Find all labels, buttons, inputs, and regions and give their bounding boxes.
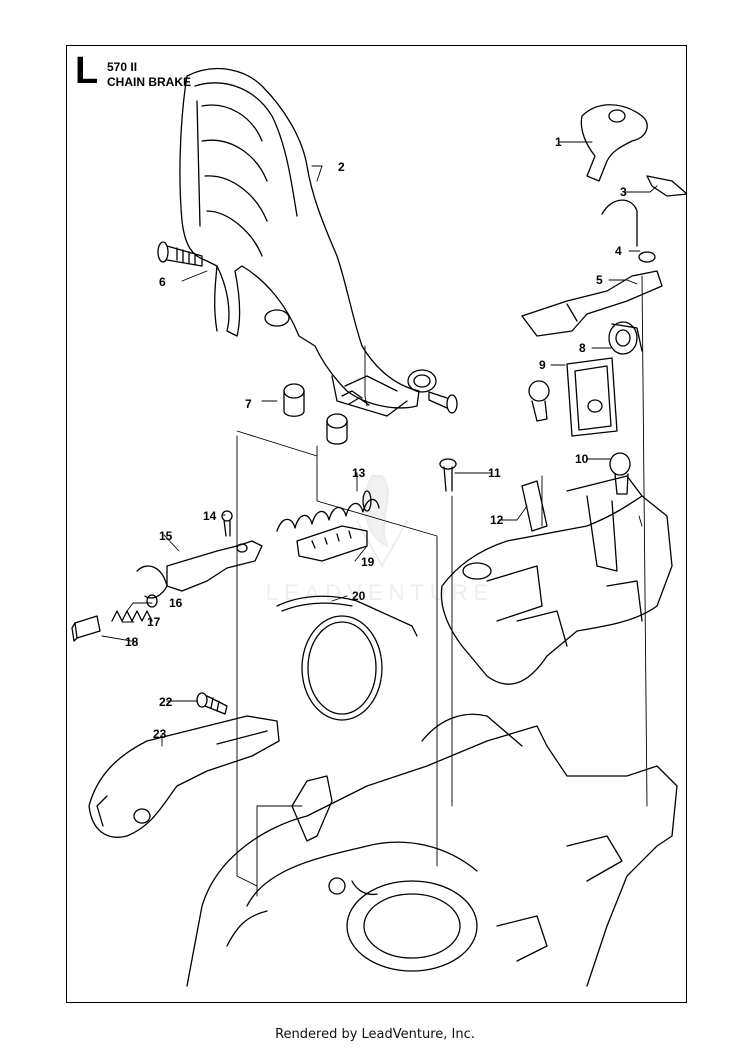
callout-7: 7	[245, 397, 252, 411]
part-11-screw	[439, 458, 457, 492]
part-7-bushings	[283, 383, 348, 445]
part-16-spring	[111, 594, 158, 622]
callout-16: 16	[169, 596, 183, 610]
leader-lines	[101, 141, 658, 897]
callout-19: 19	[361, 555, 375, 569]
exploded-parts-drawing	[71, 68, 686, 987]
part-3-clip	[646, 175, 686, 197]
handle-pivot-screw	[428, 391, 458, 414]
part-10-knob	[609, 452, 631, 495]
model-name: 570 II	[107, 60, 138, 74]
callout-18: 18	[125, 635, 139, 649]
diagram-frame: L 570 II CHAIN BRAKE	[66, 45, 687, 1003]
part-22-bolt	[196, 692, 228, 715]
part-23-cover	[88, 715, 280, 838]
part-4-wire	[601, 199, 656, 263]
section-letter: L	[75, 50, 99, 92]
part-20-brake-band	[276, 595, 418, 721]
callout-11: 11	[488, 466, 501, 480]
part-5-lever-arm	[521, 270, 663, 337]
callout-1: 1	[555, 135, 562, 149]
callout-2: 2	[338, 160, 345, 174]
footer-credit: Rendered by LeadVenture, Inc.	[275, 1027, 475, 1042]
callout-14: 14	[203, 509, 217, 523]
section-title: CHAIN BRAKE	[107, 75, 191, 89]
part-14-screw	[221, 510, 233, 537]
callout-6: 6	[159, 275, 166, 289]
callout-13: 13	[352, 466, 366, 480]
callout-5: 5	[596, 273, 603, 287]
callout-3: 3	[620, 185, 627, 199]
part-13-spring	[276, 490, 380, 532]
part-8-drum	[608, 321, 643, 355]
callout-20: 20	[352, 589, 366, 603]
engine-crankcase	[186, 713, 678, 987]
callout-15: 15	[159, 529, 173, 543]
part-18-pad	[71, 615, 101, 642]
callout-4: 4	[615, 244, 622, 258]
callout-9: 9	[539, 358, 546, 372]
part-1-trigger-lever	[580, 104, 648, 182]
part-2-hand-guard	[179, 68, 437, 417]
watermark-text: LEADVENTURE	[265, 580, 495, 605]
part-9-plate	[566, 357, 618, 437]
callout-22: 22	[159, 695, 173, 709]
leadventure-watermark: LEADVENTURE	[230, 470, 530, 630]
callout-8: 8	[579, 341, 586, 355]
callout-17: 17	[147, 615, 161, 629]
leadventure-logo-watermark	[356, 475, 408, 567]
callout-23: 23	[153, 727, 167, 741]
callout-12: 12	[490, 513, 504, 527]
part-6-bolt	[157, 241, 203, 267]
part-9-anchor-nut	[528, 380, 550, 422]
part-12-brake-housing	[440, 475, 673, 685]
callout-10: 10	[575, 452, 589, 466]
